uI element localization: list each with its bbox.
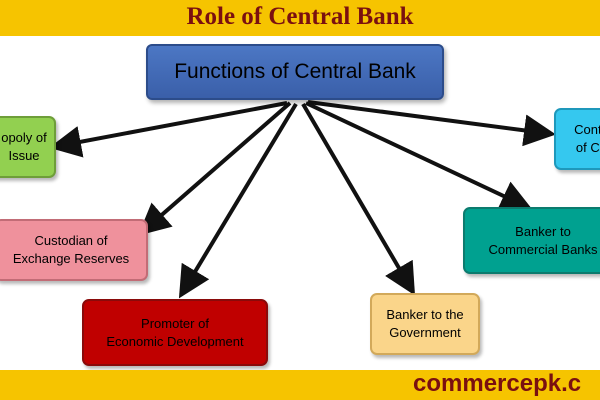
arrow-to-credit	[307, 100, 556, 147]
arrow-to-monopoly	[49, 101, 288, 158]
arrow-to-government	[301, 102, 416, 296]
page-title: Role of Central Bank	[186, 3, 414, 30]
node-label: opoly of Issue	[1, 130, 47, 163]
node-label: Promoter of Economic Development	[106, 315, 244, 349]
central-node: Functions of Central Bank	[146, 44, 444, 100]
node-banker-to-commercial-banks: Banker to Commercial Banks	[463, 207, 600, 274]
node-label: Contr of Cr	[574, 122, 600, 155]
footer-banner	[0, 370, 600, 400]
node-label: Custodian of Exchange Reserves	[12, 233, 130, 266]
arrow-to-promoter	[178, 102, 298, 299]
arrow-to-commercial-banks	[305, 101, 533, 211]
node-promoter-of-economic-development: Promoter of Economic Development	[82, 299, 268, 366]
node-label: Banker to Commercial Banks	[488, 223, 598, 257]
site-watermark: commercepk.c	[413, 370, 582, 397]
arrow-to-custodian	[137, 101, 292, 236]
node-monopoly-of-note-issue: opoly of Issue	[0, 116, 56, 178]
title-banner	[0, 0, 600, 36]
node-controller-of-credit: Contr of Cr	[554, 108, 600, 170]
node-banker-to-the-government: Banker to the Government	[370, 293, 480, 355]
node-label: Banker to the Government	[386, 307, 464, 340]
node-custodian-of-exchange-reserves: Custodian of Exchange Reserves	[0, 219, 148, 281]
